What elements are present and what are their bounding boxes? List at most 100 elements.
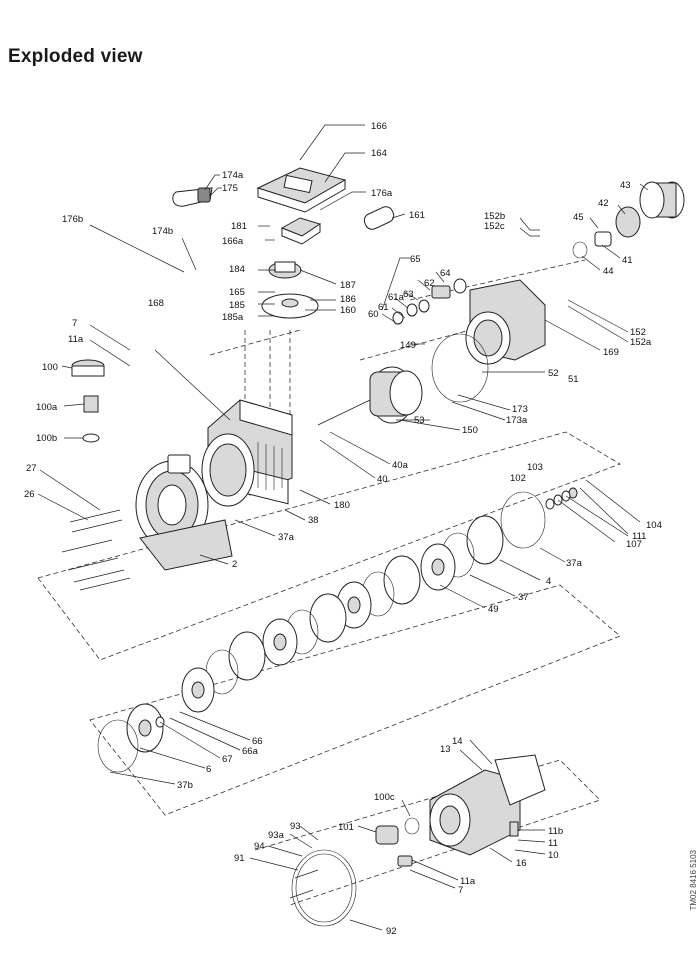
callout-labels: 166 164 176a 174a 175 161 181 166a 176b …: [24, 121, 662, 937]
pump-head: [135, 454, 233, 571]
callout: 37b: [177, 780, 193, 791]
callout: 152: [630, 327, 646, 338]
callout: 186: [340, 294, 356, 305]
callout: 165: [229, 287, 245, 298]
seal-ring-52: [431, 333, 489, 403]
callout: 37a: [278, 532, 295, 543]
callout: 94: [254, 841, 265, 852]
callout: 166a: [222, 236, 244, 247]
callout: 14: [452, 736, 463, 747]
mounting-plate: [261, 293, 319, 319]
callout: 185: [229, 300, 245, 311]
callout: 92: [386, 926, 397, 937]
callout: 100b: [36, 433, 57, 444]
callout: 7: [458, 885, 463, 896]
callout: 176a: [371, 188, 393, 199]
callout: 102: [510, 473, 526, 484]
callout: 181: [231, 221, 247, 232]
callout: 184: [229, 264, 245, 275]
callout: 107: [626, 539, 642, 550]
callout: 152c: [484, 221, 505, 232]
callout: 63: [403, 289, 414, 300]
callout: 7: [72, 318, 77, 329]
callout: 64: [440, 268, 451, 279]
control-cover: [256, 167, 347, 213]
callout: 65: [410, 254, 421, 265]
page-title: Exploded view: [8, 46, 143, 67]
callout: 61: [378, 302, 389, 313]
shaft-seal-parts: [545, 487, 578, 510]
callout: 51: [568, 374, 579, 385]
callout: 37: [518, 592, 529, 603]
callout: 10: [548, 850, 559, 861]
callout: 13: [440, 744, 451, 755]
callout: 40a: [392, 460, 409, 471]
callout: 174a: [222, 170, 244, 181]
small-parts-61: [392, 278, 467, 325]
callout: 161: [409, 210, 425, 221]
callout: 168: [148, 298, 164, 309]
callout: 149: [400, 340, 416, 351]
callout: 52: [548, 368, 559, 379]
stage-stack-upper: [181, 491, 546, 713]
callout: 152b: [484, 211, 505, 222]
callout: 111: [632, 531, 646, 542]
callout: 37a: [566, 558, 583, 569]
callout: 66: [252, 736, 263, 747]
callout: 173a: [506, 415, 528, 426]
callout: 91: [234, 853, 245, 864]
callout: 60: [368, 309, 379, 320]
callout: 44: [603, 266, 614, 277]
callout: 38: [308, 515, 319, 526]
callout: 100c: [374, 792, 395, 803]
callout: 49: [488, 604, 499, 615]
callout: 175: [222, 183, 238, 194]
callout: 164: [371, 148, 387, 159]
callout: 176b: [62, 214, 83, 225]
callout: 40: [377, 474, 388, 485]
capacitor: [363, 206, 395, 230]
callout: 27: [26, 463, 37, 474]
callout: 67: [222, 754, 233, 765]
assembly-guide-lines: [37, 259, 621, 906]
screws-left: [61, 509, 131, 591]
stage-stack-lower: [97, 703, 165, 773]
fan-cover: [572, 181, 685, 259]
callout: 104: [646, 520, 662, 531]
motor-rotor: [317, 366, 423, 426]
base-ring-92: [289, 849, 357, 927]
document-reference: TM02 8416 5103: [689, 850, 698, 911]
callout: 150: [462, 425, 478, 436]
priming-plug: [71, 359, 105, 443]
callout: 101: [338, 822, 354, 833]
callout: 26: [24, 489, 35, 500]
callout: 43: [620, 180, 631, 191]
callout: 4: [546, 576, 551, 587]
callout: 166: [371, 121, 387, 132]
callout: 152a: [630, 337, 652, 348]
callout: 173: [512, 404, 528, 415]
callout: 11a: [460, 876, 476, 887]
callout: 45: [573, 212, 584, 223]
callout: 185a: [222, 312, 244, 323]
callout: 93: [290, 821, 301, 832]
leader-lines: [37, 124, 649, 931]
callout: 66a: [242, 746, 259, 757]
callout: 169: [603, 347, 619, 358]
callout: 61a: [388, 292, 405, 303]
callout: 174b: [152, 226, 173, 237]
callout: 53: [414, 415, 425, 426]
callout: 180: [334, 500, 350, 511]
pump-base: [429, 754, 546, 856]
callout: 42: [598, 198, 609, 209]
stator-frame: [465, 279, 546, 365]
terminal-board: [280, 217, 322, 245]
drain-plug: [375, 817, 519, 867]
callout: 41: [622, 255, 633, 266]
callout: 160: [340, 305, 356, 316]
motor-housing: [201, 399, 293, 507]
callout: 187: [340, 280, 356, 291]
callout: 16: [516, 858, 527, 869]
callout: 11: [548, 838, 558, 849]
